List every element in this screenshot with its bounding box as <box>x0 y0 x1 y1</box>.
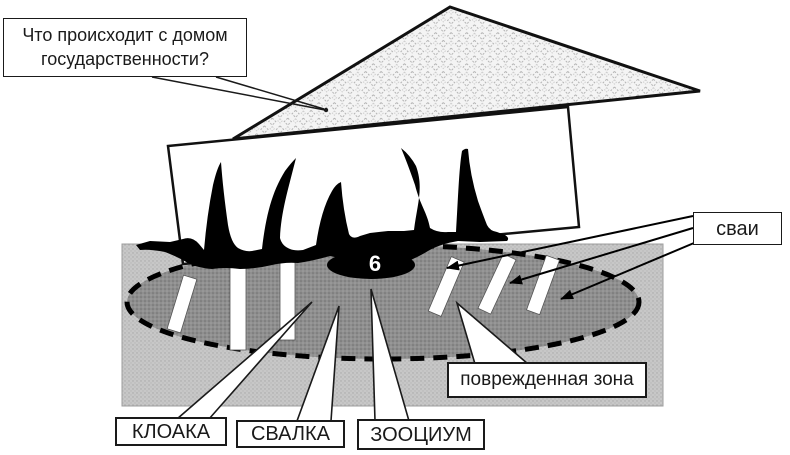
pile-arrow <box>560 242 695 300</box>
dump-label-text: СВАЛКА <box>250 423 330 445</box>
pile <box>229 266 247 351</box>
cloaca-label-text: КЛОАКА <box>131 420 211 443</box>
cloaca-label: КЛОАКА <box>115 417 227 446</box>
pile <box>427 256 465 317</box>
house-roof <box>232 5 701 141</box>
piles-label: сваи <box>693 212 782 245</box>
question-callout-text: Что происходит с домом государственности… <box>22 25 228 69</box>
callout-tail-dot <box>323 107 329 113</box>
zone-marker: 6 <box>335 250 415 278</box>
label-pointers <box>174 288 531 422</box>
pile-arrow <box>509 227 694 285</box>
piles-arrows <box>446 215 695 300</box>
pile <box>477 253 517 315</box>
piles-label-text: сваи <box>716 217 759 240</box>
dump-label: СВАЛКА <box>236 420 345 448</box>
callout-tail-line <box>151 76 326 111</box>
zoocium-label-text: ЗООЦИУМ <box>370 423 472 446</box>
question-callout-tail <box>151 76 326 111</box>
pile-arrow <box>446 215 694 271</box>
callout-tail-line <box>215 76 325 110</box>
zone-marker-value: 6 <box>368 251 382 276</box>
pile <box>166 274 198 334</box>
question-callout: Что происходит с домом государственности… <box>3 18 247 77</box>
damaged-zone-label: поврежденная зона <box>447 362 647 398</box>
smoke-stains <box>136 148 509 269</box>
damaged-zone-label-text: поврежденная зона <box>460 368 634 390</box>
zoocium-label: ЗООЦИУМ <box>357 419 485 450</box>
